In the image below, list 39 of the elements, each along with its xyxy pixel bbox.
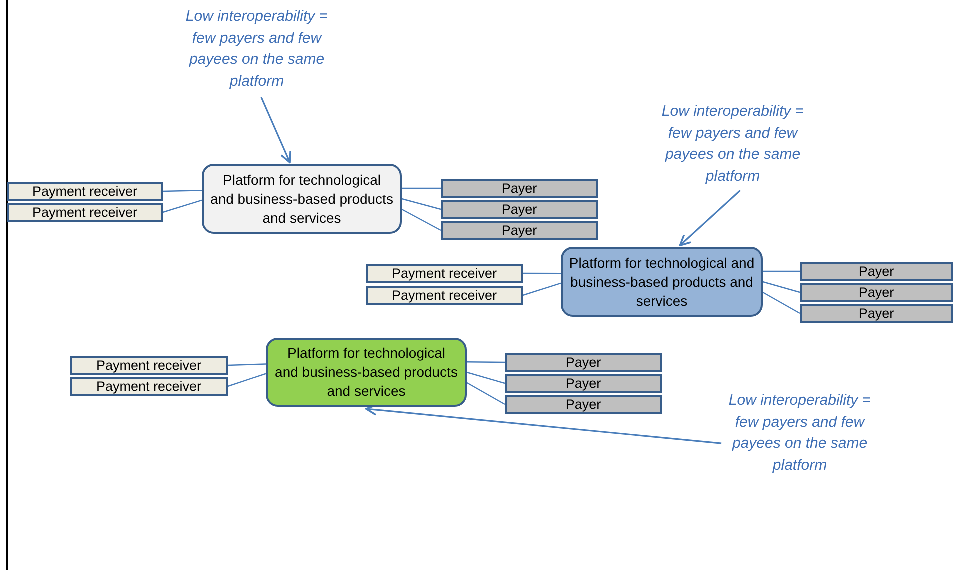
annotation-text: Low interoperability = few payers and few payees on the same platform xyxy=(183,5,331,93)
connector-line xyxy=(228,364,266,366)
connector-line xyxy=(466,382,506,406)
annotation-text: Low interoperability = few payers and few payees on the same platform xyxy=(726,389,874,477)
arrow xyxy=(260,97,292,164)
connector-line xyxy=(466,372,506,384)
payment-receiver-box: Payment receiver xyxy=(7,182,163,201)
connector-line xyxy=(228,373,266,388)
connector-line xyxy=(762,292,800,314)
connector-line xyxy=(762,281,800,294)
connector-line xyxy=(522,282,562,296)
connector-line xyxy=(402,198,442,210)
payment-receiver-box: Payment receiver xyxy=(7,203,163,222)
platform-box: Platform for technological and business-based products and services xyxy=(266,338,467,407)
connector-line xyxy=(402,208,442,232)
payer-box: Payer xyxy=(441,179,598,198)
connector-line xyxy=(402,188,441,190)
payment-receiver-box: Payment receiver xyxy=(366,286,523,305)
payer-box: Payer xyxy=(441,200,598,219)
payer-box: Payer xyxy=(505,395,662,414)
platform-box: Platform for technological and business-based products and services xyxy=(202,164,402,234)
connector-line xyxy=(763,270,800,272)
annotation-text: Low interoperability = few payers and few payees on the same platform xyxy=(659,100,807,188)
payer-box: Payer xyxy=(441,221,598,240)
payer-box: Payer xyxy=(505,353,662,372)
payer-box: Payer xyxy=(800,283,953,302)
connector-line xyxy=(162,200,202,214)
connector-line xyxy=(523,272,561,274)
payment-receiver-box: Payment receiver xyxy=(70,356,228,375)
connector-line xyxy=(467,362,505,364)
payment-receiver-box: Payment receiver xyxy=(70,377,228,396)
connector-line xyxy=(162,190,202,192)
payment-receiver-box: Payment receiver xyxy=(366,264,523,283)
payer-box: Payer xyxy=(800,262,953,281)
platform-box: Platform for technological and business-based products and services xyxy=(561,247,763,317)
arrow xyxy=(679,190,741,246)
arrow xyxy=(366,404,722,444)
payer-box: Payer xyxy=(800,304,953,323)
payer-box: Payer xyxy=(505,374,662,393)
